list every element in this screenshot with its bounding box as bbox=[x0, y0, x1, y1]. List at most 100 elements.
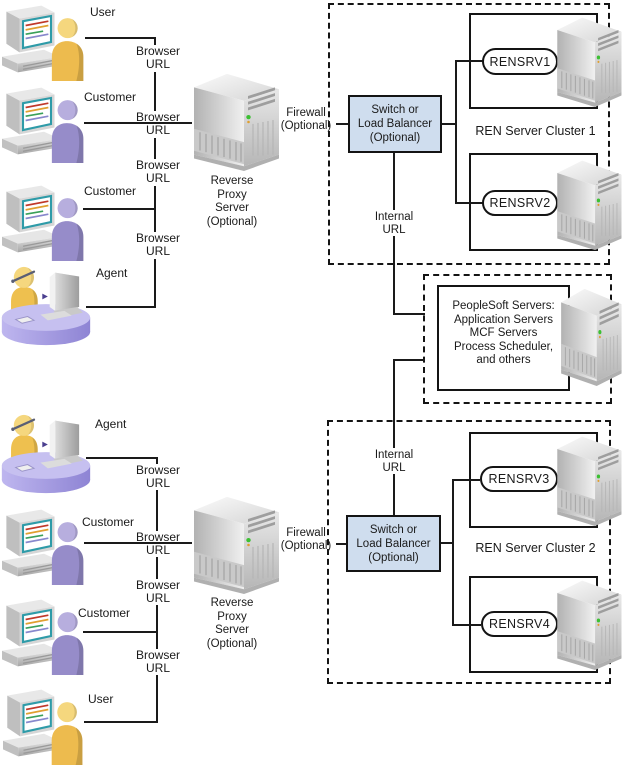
url-word: URL bbox=[145, 591, 170, 605]
connector-line bbox=[393, 236, 395, 315]
rensrv1-server-icon bbox=[556, 17, 623, 107]
browser-word: Browser bbox=[135, 648, 180, 662]
connector-line bbox=[156, 605, 158, 649]
cluster1-caption: REN Server Cluster 1 bbox=[475, 124, 596, 138]
connector-line bbox=[86, 306, 156, 308]
url-word: URL bbox=[145, 57, 170, 71]
switch-label-line: Load Balancer bbox=[357, 118, 433, 130]
connector-line bbox=[156, 490, 158, 531]
url-word: URL bbox=[382, 462, 406, 474]
rensrv2-capsule: RENSRV2 bbox=[482, 190, 558, 216]
browser-word: Browser bbox=[135, 463, 180, 477]
actor-label-user-2: User bbox=[88, 692, 114, 706]
browser-word: Browser bbox=[135, 578, 180, 592]
rp-line: Proxy bbox=[217, 188, 247, 201]
switch-label-line: Switch or bbox=[371, 104, 419, 116]
agent-desk-icon bbox=[0, 413, 92, 495]
peoplesoft-servers-text: PeopleSoft Servers: Application Servers … bbox=[437, 300, 570, 368]
connector-line bbox=[393, 313, 425, 315]
internal-url-label-2: Internal URL bbox=[363, 449, 425, 475]
browser-word: Browser bbox=[135, 44, 180, 58]
agent-desk-icon bbox=[0, 265, 92, 347]
rensrv4-capsule: RENSRV4 bbox=[481, 611, 558, 637]
switch-load-balancer-2: Switch or Load Balancer (Optional) bbox=[346, 515, 441, 572]
actor-label-user-1: User bbox=[90, 5, 116, 19]
switch-label-line: (Optional) bbox=[368, 551, 419, 564]
switch-label-line: (Optional) bbox=[369, 132, 421, 144]
reverse-proxy-server-icon bbox=[193, 496, 280, 594]
rp-line: (Optional) bbox=[206, 215, 258, 228]
actor-label-customer-3: Customer bbox=[82, 515, 135, 529]
connector-line bbox=[441, 542, 453, 544]
actor-label-customer-1: Customer bbox=[84, 90, 137, 104]
peoplesoft-server-icon bbox=[560, 288, 623, 386]
connector-line bbox=[454, 624, 481, 626]
url-word: URL bbox=[145, 123, 170, 137]
connector-line bbox=[86, 457, 157, 459]
customer-workstation-icon bbox=[2, 184, 85, 261]
reverse-proxy-label-2: Reverse Proxy Server (Optional) bbox=[196, 597, 268, 651]
reverse-proxy-label-1: Reverse Proxy Server (Optional) bbox=[196, 175, 268, 229]
url-word: URL bbox=[145, 543, 170, 557]
rp-line: Reverse bbox=[210, 597, 254, 609]
cluster1-dashed-box bbox=[328, 3, 610, 265]
peoplesoft-text-line: MCF Servers bbox=[469, 327, 538, 339]
rp-line: Server bbox=[215, 624, 249, 636]
peoplesoft-text-line: Application Servers bbox=[453, 313, 554, 326]
connector-line bbox=[393, 359, 395, 448]
fw-line: Firewall bbox=[286, 527, 326, 539]
internal-word: Internal bbox=[374, 449, 414, 461]
connector-line bbox=[84, 542, 192, 544]
fw-line: Firewall bbox=[286, 107, 326, 119]
internal-url-label-1: Internal URL bbox=[363, 211, 425, 237]
connector-line bbox=[156, 557, 158, 579]
cluster2-caption: REN Server Cluster 2 bbox=[475, 541, 596, 555]
actor-label-customer-4: Customer bbox=[78, 606, 131, 620]
fw-line: (Optional) bbox=[280, 120, 332, 132]
browser-word: Browser bbox=[135, 110, 180, 124]
rensrv3-capsule: RENSRV3 bbox=[480, 466, 558, 492]
connector-line bbox=[393, 359, 425, 361]
connector-line bbox=[154, 37, 156, 45]
connector-line bbox=[454, 479, 480, 481]
peoplesoft-text-line: PeopleSoft Servers: bbox=[452, 300, 555, 312]
url-word: URL bbox=[145, 476, 170, 490]
url-word: URL bbox=[145, 244, 170, 258]
switch-label-line: Switch or bbox=[369, 523, 418, 536]
connector-line bbox=[85, 37, 156, 39]
customer-workstation-icon bbox=[2, 508, 85, 585]
connector-line bbox=[156, 675, 158, 723]
connector-line bbox=[83, 631, 157, 633]
browser-word: Browser bbox=[135, 231, 180, 245]
user-workstation-icon bbox=[3, 688, 84, 765]
switch-load-balancer-1: Switch or Load Balancer (Optional) bbox=[348, 95, 442, 153]
cluster2-dashed-box bbox=[327, 420, 611, 684]
connector-line bbox=[455, 60, 457, 204]
customer-workstation-icon bbox=[2, 598, 85, 675]
peoplesoft-text-line: Process Scheduler, bbox=[453, 340, 554, 353]
firewall-label-1: Firewall (Optional) bbox=[271, 107, 341, 133]
rp-line: (Optional) bbox=[206, 637, 258, 650]
actor-label-agent-2: Agent bbox=[95, 417, 127, 431]
connector-line bbox=[154, 72, 156, 111]
connector-line bbox=[442, 123, 455, 125]
fw-line: (Optional) bbox=[280, 540, 332, 552]
user-workstation-icon bbox=[2, 4, 85, 81]
connector-line bbox=[336, 543, 347, 545]
rensrv2-server-icon bbox=[556, 160, 623, 250]
rp-line: Reverse bbox=[210, 175, 254, 187]
connector-line bbox=[84, 721, 157, 723]
connector-line bbox=[156, 457, 158, 464]
connector-line bbox=[154, 186, 156, 232]
reverse-proxy-server-icon bbox=[193, 73, 280, 171]
connector-line bbox=[154, 259, 156, 308]
connector-line bbox=[452, 479, 454, 626]
